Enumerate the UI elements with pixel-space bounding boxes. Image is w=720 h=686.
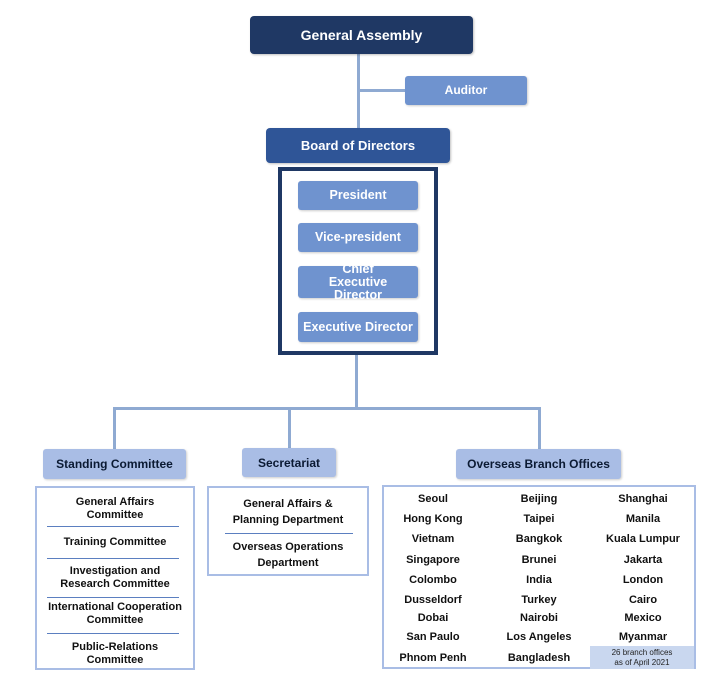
standing-committee-label: Standing Committee xyxy=(56,457,173,471)
branch-city: Taipei xyxy=(523,513,555,525)
committee-item: General Affairs Committee xyxy=(75,496,155,521)
branch-city: London xyxy=(622,574,664,586)
branch-city: Manila xyxy=(625,513,661,525)
connector-to-standing xyxy=(113,407,116,449)
separator xyxy=(225,533,353,534)
branch-city: Cairo xyxy=(628,594,658,606)
overseas-branch-list: Seoul Hong Kong Vietnam Singapore Colomb… xyxy=(382,485,696,669)
branch-city: Colombo xyxy=(409,574,457,586)
branch-city: Seoul xyxy=(418,493,448,505)
connector-officers-down xyxy=(355,354,358,408)
branch-city: Jakarta xyxy=(623,554,663,566)
separator xyxy=(47,558,179,559)
branch-city: Singapore xyxy=(406,554,460,566)
general-assembly-label: General Assembly xyxy=(300,27,423,43)
auditor-label: Auditor xyxy=(444,83,488,97)
branch-city: Dusseldorf xyxy=(404,594,462,606)
branch-city: Nairobi xyxy=(520,612,558,624)
chief-executive-director-node: Chief Executive Director xyxy=(298,262,418,301)
president-node: President xyxy=(298,181,418,210)
auditor-node: Auditor xyxy=(405,76,527,105)
department-item: General Affairs & Planning Department xyxy=(232,498,344,526)
separator xyxy=(47,633,179,634)
secretariat-header: Secretariat xyxy=(242,448,336,477)
branch-city: Kuala Lumpur xyxy=(606,533,680,545)
standing-committee-list: General Affairs Committee Training Commi… xyxy=(35,486,195,670)
branch-city: Myanmar xyxy=(618,631,668,643)
branch-city: Beijing xyxy=(520,493,558,505)
branch-count-note: 26 branch offices as of April 2021 xyxy=(590,646,694,669)
branch-city: Mexico xyxy=(624,612,662,624)
branch-city: Dobai xyxy=(417,612,449,624)
committee-item: Training Committee xyxy=(63,536,167,548)
connector-to-secretariat xyxy=(288,407,291,449)
executive-director-node: Executive Director xyxy=(298,312,418,342)
branch-city: Bangkok xyxy=(515,533,563,545)
officer-label: Executive Director xyxy=(303,319,413,334)
general-assembly-node: General Assembly xyxy=(250,16,473,54)
board-of-directors-node: Board of Directors xyxy=(266,128,450,163)
officer-label: President xyxy=(329,188,387,202)
connector-horizontal-bus xyxy=(113,407,541,410)
branch-city: Shanghai xyxy=(618,493,668,505)
separator xyxy=(47,526,179,527)
separator xyxy=(47,597,179,598)
board-label: Board of Directors xyxy=(300,138,416,153)
connector-to-overseas xyxy=(538,407,541,449)
department-item: Overseas Operations Department xyxy=(232,541,344,569)
officer-label: Chief Executive Director xyxy=(328,261,388,302)
branch-city: Los Angeles xyxy=(506,631,572,643)
branch-city: Brunei xyxy=(521,554,557,566)
branch-city: Bangladesh xyxy=(507,652,571,664)
branch-city: Hong Kong xyxy=(403,513,463,525)
committee-item: Public-Relations Committee xyxy=(71,641,159,666)
secretariat-list: General Affairs & Planning Department Ov… xyxy=(207,486,369,576)
branch-city: Turkey xyxy=(521,594,557,606)
standing-committee-header: Standing Committee xyxy=(43,449,186,479)
secretariat-label: Secretariat xyxy=(257,455,321,470)
note-line: 26 branch offices xyxy=(611,648,673,657)
officer-label: Vice-president xyxy=(315,230,401,244)
committee-item: Investigation and Research Committee xyxy=(60,565,170,590)
connector-auditor xyxy=(357,89,405,92)
branch-city: Vietnam xyxy=(411,533,455,545)
branch-city: Phnom Penh xyxy=(399,652,467,664)
vice-president-node: Vice-president xyxy=(298,223,418,252)
overseas-branch-offices-header: Overseas Branch Offices xyxy=(456,449,621,479)
overseas-label: Overseas Branch Offices xyxy=(467,457,610,471)
branch-city: San Paulo xyxy=(406,631,460,643)
note-line: as of April 2021 xyxy=(614,658,670,667)
committee-item: International Cooperation Committee xyxy=(48,601,182,626)
branch-city: India xyxy=(526,574,552,586)
